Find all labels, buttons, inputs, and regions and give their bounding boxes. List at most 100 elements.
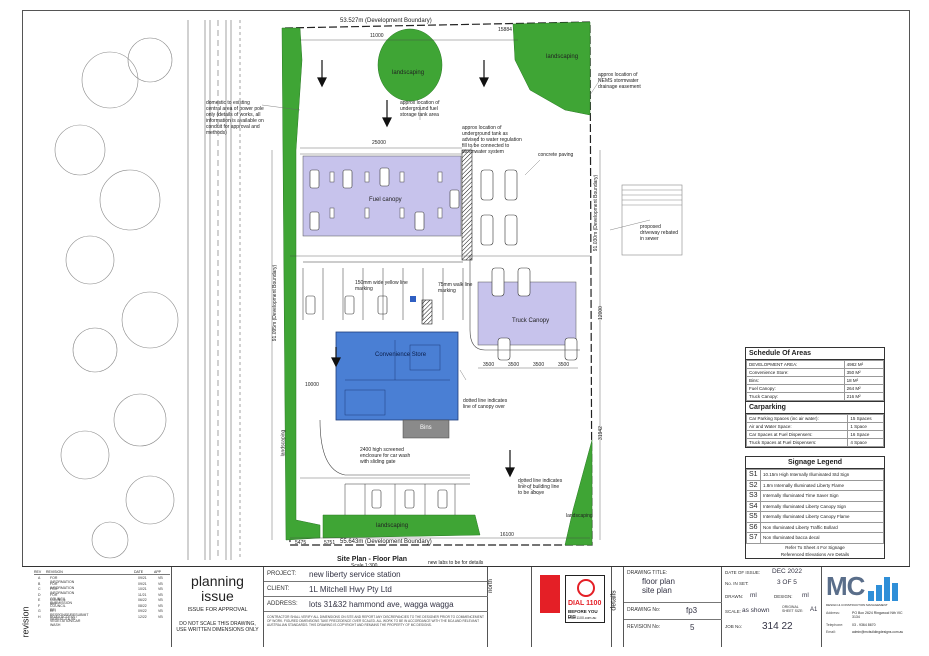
landscaping-label-bottom: landscaping	[376, 523, 409, 529]
note-dotted-2: dotted line indicates line of building l…	[518, 478, 563, 496]
schedule-cell: Bins:	[746, 376, 845, 385]
signage-desc: Internally Illuminated Time Saver Sign	[760, 490, 884, 502]
schedule-row: Fuel Canopy:264 M²	[746, 384, 885, 393]
dim-truck-2: 3500	[533, 362, 545, 368]
rev-desc: FOR INFORMATION	[50, 587, 75, 595]
rev-code: C	[38, 587, 41, 591]
dim-misc-0: 10000	[305, 382, 319, 388]
rev-desc: FOR INFORMATION	[50, 576, 75, 584]
details-panel: details	[611, 567, 624, 647]
rev-app: VB	[158, 614, 163, 619]
rev-code: F	[38, 603, 41, 608]
schedule-of-areas: Schedule Of Areas DEVELOPMENT AREA:4982 …	[745, 347, 885, 448]
bins-label: Bins	[420, 425, 432, 431]
issue-label: issue	[201, 588, 234, 604]
planning-issue-panel: planning issue ISSUE FOR APPROVAL DO NOT…	[172, 567, 264, 647]
rev-desc: FOR INFORMATION	[50, 581, 75, 590]
rev-date: 11/21	[138, 592, 147, 597]
address-row: ADDRESS: lots 31&32 hammond ave, wagga w…	[264, 597, 488, 612]
design-label: DESIGN:	[774, 594, 793, 599]
issue-details-panel: DATE OF ISSUE: DEC 2022 No. IN SET: 3 OF…	[722, 567, 822, 647]
rev-desc: COUNCIL RFI	[50, 598, 66, 606]
carparking-row: Car Parking Spaces (inc air water):15 Sp…	[745, 414, 884, 423]
note-easement: approx location of NEMS stormwater drain…	[598, 72, 641, 90]
use-written-dims: USE WRITTEN DIMENSIONS ONLY	[176, 627, 259, 633]
signage-note-2: Referenced Elevations Are Details	[780, 551, 850, 557]
rev-code: E	[38, 598, 41, 602]
design-value: ml	[802, 592, 809, 599]
plan-note: new labs to be for details	[428, 560, 484, 566]
schedule-cell: Convenience Store:	[746, 368, 845, 377]
client-label: CLIENT:	[267, 586, 290, 592]
project-value: new liberty service station	[309, 570, 401, 579]
bdav-logo	[540, 575, 560, 613]
signage-code: S2	[746, 479, 761, 491]
rev-app: VB	[158, 603, 163, 608]
note-tanks: approx location of underground fuel stor…	[400, 100, 440, 118]
set-value: 3 OF 5	[777, 579, 797, 586]
dim-truck-3: 3500	[558, 362, 570, 368]
schedule-row: Convenience Store:350 M²	[746, 368, 885, 377]
bins-enclosure	[402, 419, 450, 439]
project-label: PROJECT:	[267, 571, 297, 577]
landscaping-label-2: landscaping	[546, 54, 579, 60]
disclaimer-text: CONTRACTOR SHALL VERIFY ALL DIMENSIONS O…	[267, 615, 484, 627]
drawn-value: ml	[750, 592, 757, 599]
boundary-top-label: 53.527m (Development Boundary)	[340, 18, 432, 24]
date-label: DATE OF ISSUE:	[725, 570, 761, 575]
signage-title: Signage Legend	[746, 457, 884, 469]
landscaping-areas	[281, 21, 593, 546]
schedule-row: DEVELOPMENT AREA:4982 M²	[746, 360, 885, 369]
landscaping-label-left: landscaping	[280, 429, 287, 457]
schedule-cell: 350 M²	[843, 368, 885, 377]
dim-misc-1: 31942	[597, 426, 604, 440]
rev-date: 09/22	[138, 609, 147, 613]
trees	[54, 37, 179, 559]
carparking-cell: Car Parking Spaces (inc air water):	[745, 414, 849, 423]
rev-code: A	[38, 576, 41, 580]
note-75mm: 75mm walk line marking	[438, 282, 473, 294]
address-label: ADDRESS:	[267, 601, 298, 607]
signage-desc: Non Illuminated bacca decal	[760, 532, 884, 544]
schedule-cell: DEVELOPMENT AREA:	[746, 360, 845, 369]
schedule-table: DEVELOPMENT AREA:4982 M² Convenience Sto…	[746, 360, 885, 401]
scale-label: SCALE:	[725, 609, 742, 614]
carparking-cell: 4 Space	[847, 438, 884, 447]
north-label: north	[487, 579, 494, 593]
schedule-cell: 216 M²	[843, 392, 885, 401]
drawing-title-2: site plan	[642, 586, 672, 595]
dim-truck-1: 3500	[508, 362, 520, 368]
firm-panel: MC DESIGN & CONSTRUCTION MANAGEMENT Addr…	[822, 567, 910, 647]
rev-hdr-desc: REVISION	[46, 570, 63, 574]
boundary-bottom-label: 55.643m (Development Boundary)	[340, 539, 432, 545]
address-value: lots 31&32 hammond ave, wagga wagga	[309, 600, 454, 609]
signage-note-1: Refer To Sheet 4 For Signage	[785, 544, 845, 550]
carparking-row: Car Spaces at Fuel Dispensers:16 Space	[745, 430, 884, 439]
rev-desc: RFI RESPONSE/RESUBMIT SIGN S1.3 & S6	[50, 609, 89, 621]
rev-hdr-rev: REV	[34, 570, 42, 574]
dial-logo: DIAL 1100 BEFORE YOU DIG www.1100.com.au	[565, 575, 605, 623]
dim-canopy: 25000	[372, 140, 386, 146]
signage-code: S7	[746, 532, 761, 544]
rev-app: VB	[158, 581, 163, 586]
drawing-title-label: DRAWING TITLE:	[627, 570, 668, 576]
truck-canopy-label: Truck Canopy	[512, 318, 550, 324]
rev-app: VB	[158, 587, 163, 591]
landscaping-label-1: landscaping	[392, 70, 425, 76]
drawing-title-panel: DRAWING TITLE: floor plan site plan DRAW…	[624, 567, 722, 647]
schedule-cell: Fuel Canopy:	[746, 384, 845, 393]
convenience-store	[335, 331, 459, 421]
rev-app: VB	[158, 598, 163, 602]
signage-desc: Internally Illuminated Liberty Canopy Si…	[760, 500, 884, 512]
carparking-row: Truck Spaces at Fuel Dispensers:4 Space	[745, 438, 884, 447]
dial-before-text: DIAL 1100	[568, 600, 602, 607]
vehicles	[305, 167, 578, 509]
revision-vertical-label: revision	[20, 606, 31, 638]
accessible-bay-marker	[410, 296, 416, 302]
rev-code: D	[38, 592, 41, 597]
dim-truck-0: 3500	[483, 362, 495, 368]
